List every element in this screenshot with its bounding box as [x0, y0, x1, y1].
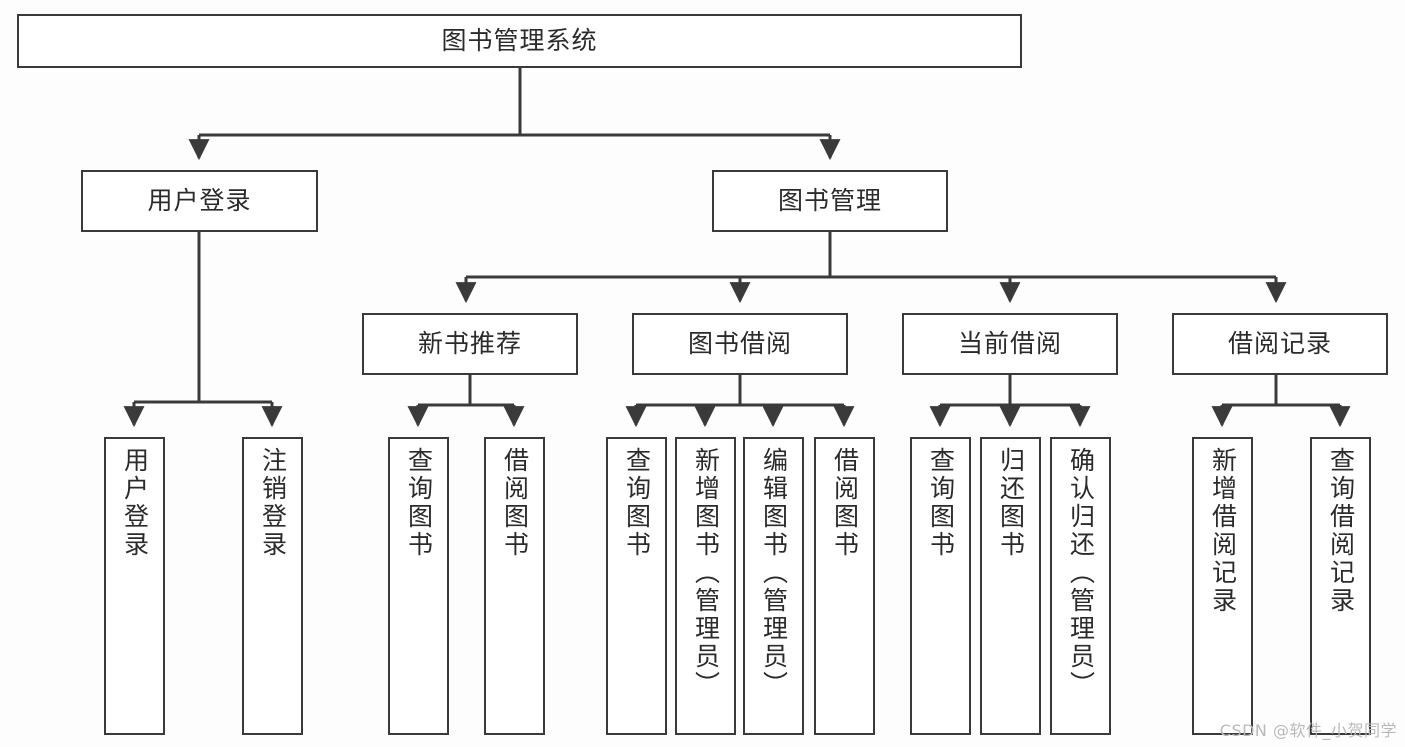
- node-user-login[interactable]: 用户登录: [81, 170, 318, 232]
- node-leaf-add-book[interactable]: 新增图书（管理员）: [675, 437, 736, 735]
- node-label: 新书推荐: [417, 329, 522, 359]
- node-label: 归还图书: [996, 447, 1026, 559]
- node-label: 借阅记录: [1227, 329, 1332, 359]
- node-current-borrow[interactable]: 当前借阅: [902, 313, 1118, 375]
- node-label: 确认归还（管理员）: [1066, 447, 1096, 699]
- node-label: 用户登录: [120, 447, 150, 559]
- node-leaf-query-book-2[interactable]: 查询图书: [606, 437, 667, 735]
- node-leaf-edit-book[interactable]: 编辑图书（管理员）: [743, 437, 804, 735]
- node-label: 当前借阅: [957, 329, 1062, 359]
- node-label: 图书管理系统: [441, 26, 598, 56]
- node-label: 借阅图书: [830, 447, 860, 559]
- node-label: 用户登录: [147, 186, 252, 216]
- node-label: 查询图书: [404, 447, 434, 559]
- node-book-borrow[interactable]: 图书借阅: [632, 313, 848, 375]
- node-leaf-return-book[interactable]: 归还图书: [980, 437, 1041, 735]
- node-leaf-confirm-return[interactable]: 确认归还（管理员）: [1050, 437, 1111, 735]
- node-leaf-user-login[interactable]: 用户登录: [104, 437, 165, 735]
- watermark-label: CSDN @软件_小贺同学: [1219, 721, 1397, 740]
- node-new-book-recommend[interactable]: 新书推荐: [362, 313, 578, 375]
- node-leaf-borrow-book-1[interactable]: 借阅图书: [484, 437, 545, 735]
- node-leaf-query-book-1[interactable]: 查询图书: [388, 437, 449, 735]
- node-root-system[interactable]: 图书管理系统: [17, 14, 1022, 68]
- node-label: 新增借阅记录: [1208, 447, 1238, 615]
- node-label: 借阅图书: [500, 447, 530, 559]
- node-label: 查询图书: [622, 447, 652, 559]
- node-label: 编辑图书（管理员）: [759, 447, 789, 699]
- node-leaf-add-record[interactable]: 新增借阅记录: [1192, 437, 1253, 735]
- node-label: 新增图书（管理员）: [691, 447, 721, 699]
- node-label: 图书借阅: [687, 329, 792, 359]
- node-leaf-query-book-3[interactable]: 查询图书: [910, 437, 971, 735]
- node-borrow-record[interactable]: 借阅记录: [1172, 313, 1388, 375]
- node-label: 图书管理: [777, 186, 882, 216]
- node-book-manage[interactable]: 图书管理: [712, 170, 948, 232]
- node-label: 查询借阅记录: [1326, 447, 1356, 615]
- node-leaf-query-record[interactable]: 查询借阅记录: [1310, 437, 1371, 735]
- node-label: 注销登录: [258, 447, 288, 559]
- node-leaf-borrow-book-2[interactable]: 借阅图书: [814, 437, 875, 735]
- node-leaf-logout-login[interactable]: 注销登录: [242, 437, 303, 735]
- node-label: 查询图书: [926, 447, 956, 559]
